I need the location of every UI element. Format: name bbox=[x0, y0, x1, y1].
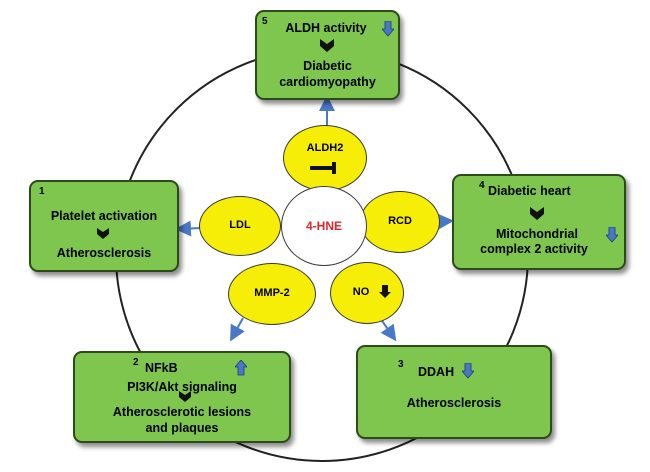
down-arrow-icon bbox=[462, 363, 474, 379]
node-mmp2: MMP-2 bbox=[228, 263, 316, 325]
arrow-mmp2-to-box2 bbox=[230, 317, 245, 342]
box4-line1: Diabetic heart bbox=[488, 184, 571, 198]
chevron-down-icon bbox=[320, 39, 334, 52]
chevron-down-icon bbox=[530, 207, 544, 220]
up-arrow-icon bbox=[235, 360, 247, 376]
node-rcd: RCD bbox=[360, 191, 440, 253]
box2-line3: Atherosclerotic lesions bbox=[112, 405, 252, 419]
box5-line3: cardiomyopathy bbox=[279, 75, 376, 89]
inhibition-bar-icon bbox=[310, 162, 336, 174]
node-mmp2-label: MMP-2 bbox=[254, 287, 290, 299]
box-diabetic-heart: 4 Diabetic heart Mitochondrial complex 2… bbox=[452, 174, 626, 270]
box2-line4: and plaques bbox=[145, 421, 219, 435]
down-arrow-icon bbox=[382, 21, 394, 37]
box4-line2: Mitochondrial bbox=[496, 227, 578, 241]
box2-line2: PI3K/Akt signaling bbox=[127, 380, 237, 394]
node-ldl: LDL bbox=[199, 196, 281, 256]
center-4hne: 4-HNE bbox=[281, 186, 367, 266]
box5-line1: ALDH activity bbox=[285, 21, 367, 35]
box3-line1: DDAH bbox=[418, 365, 455, 379]
down-arrow-icon bbox=[606, 227, 618, 243]
arrow-no-to-box3 bbox=[379, 317, 397, 342]
box3-line2: Atherosclerosis bbox=[406, 396, 502, 410]
node-no-label: NO bbox=[352, 286, 370, 298]
box1-line1: Platelet activation bbox=[50, 209, 158, 223]
node-aldh2-label: ALDH2 bbox=[306, 142, 344, 154]
down-arrow-icon bbox=[379, 285, 391, 298]
box-nfkb: 2 NFkB PI3K/Akt signaling Atheroscleroti… bbox=[73, 351, 291, 443]
node-aldh2: ALDH2 bbox=[283, 125, 367, 191]
arrow-ldl-to-box1 bbox=[175, 220, 202, 237]
box4-line3: complex 2 activity bbox=[480, 242, 588, 256]
box1-line2: Atherosclerosis bbox=[56, 246, 152, 260]
up-down-arrow-box5 bbox=[382, 21, 394, 37]
box-aldh-activity: 5 ALDH activity Diabetic cardiomyopathy bbox=[255, 10, 400, 100]
box5-number: 5 bbox=[262, 16, 268, 27]
box5-line2: Diabetic bbox=[303, 59, 352, 73]
box4-number: 4 bbox=[479, 180, 485, 191]
box-ddah: 3 DDAH Atherosclerosis bbox=[356, 345, 552, 439]
box-platelet-activation: 1 Platelet activation Atherosclerosis bbox=[29, 180, 179, 272]
node-ldl-label: LDL bbox=[229, 219, 251, 231]
box1-number: 1 bbox=[39, 186, 45, 197]
node-no: NO bbox=[330, 262, 404, 324]
node-rcd-label: RCD bbox=[388, 215, 412, 227]
chevron-down-icon bbox=[179, 391, 191, 402]
box2-number: 2 bbox=[133, 357, 139, 368]
box2-line1: NFkB bbox=[145, 361, 178, 375]
chevron-down-icon bbox=[97, 228, 109, 239]
box3-number: 3 bbox=[398, 359, 404, 370]
center-4hne-label: 4-HNE bbox=[305, 219, 342, 233]
